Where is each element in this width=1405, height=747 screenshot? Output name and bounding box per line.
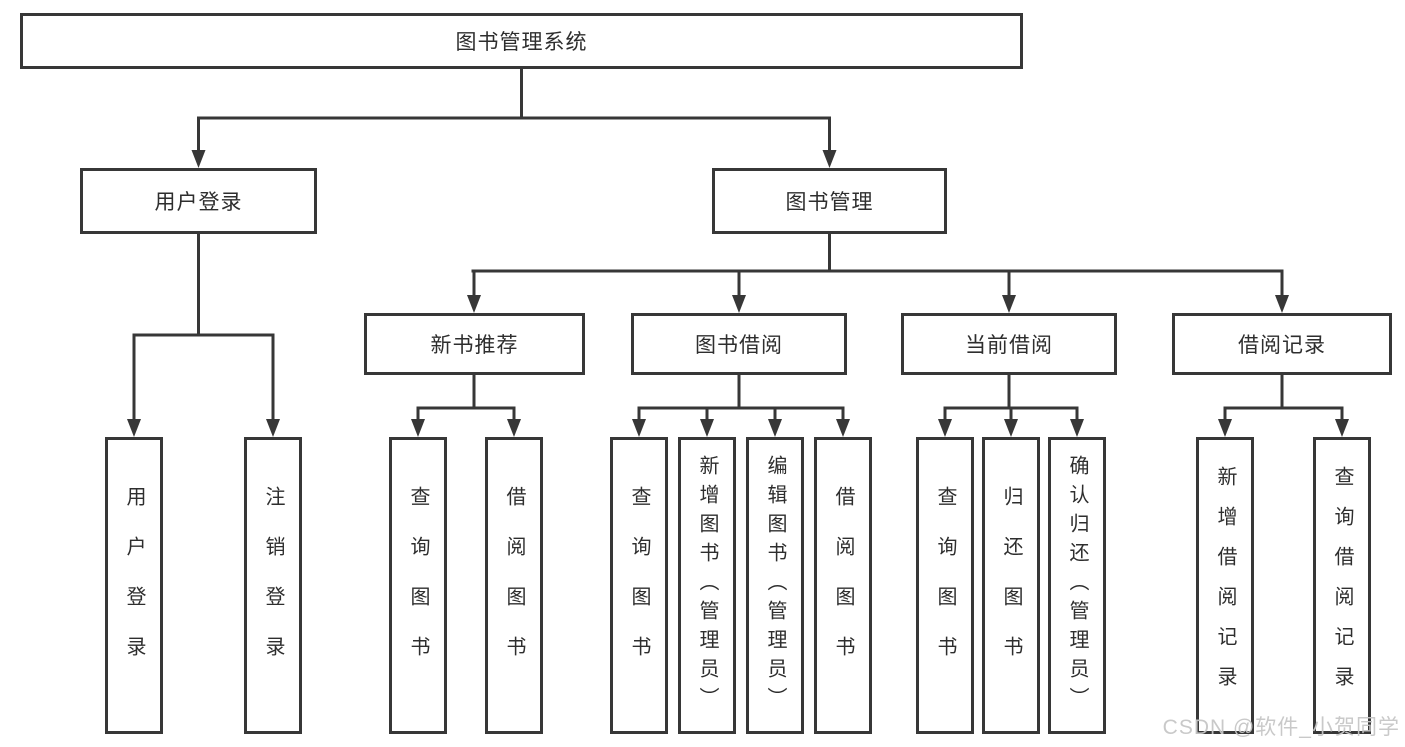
leaf-records-query: 查询借阅记录 bbox=[1313, 437, 1371, 734]
leaf-label: 注销登录 bbox=[262, 485, 284, 686]
leaf-label: 查询图书 bbox=[628, 485, 650, 686]
node-current-borrowing: 当前借阅 bbox=[901, 313, 1117, 375]
node-book-management-label: 图书管理 bbox=[785, 191, 874, 214]
leaf-label: 查询借阅记录 bbox=[1331, 465, 1353, 706]
leaf-label: 确认归还（管理员） bbox=[1066, 455, 1088, 716]
leaf-newbooks-borrow: 借阅图书 bbox=[485, 437, 543, 734]
connector-root-to-level2 bbox=[191, 69, 837, 168]
connector-new-books-children bbox=[411, 375, 521, 437]
leaf-newbooks-query: 查询图书 bbox=[389, 437, 447, 734]
leaf-borrowing-borrow: 借阅图书 bbox=[814, 437, 872, 734]
node-root-label: 图书管理系统 bbox=[455, 31, 588, 54]
node-borrowing-records-label: 借阅记录 bbox=[1238, 334, 1326, 357]
leaf-label: 归还图书 bbox=[1000, 485, 1022, 686]
node-root: 图书管理系统 bbox=[20, 13, 1023, 69]
leaf-label: 新增图书（管理员） bbox=[696, 455, 718, 716]
node-book-borrowing: 图书借阅 bbox=[631, 313, 847, 375]
node-book-borrowing-label: 图书借阅 bbox=[695, 334, 783, 357]
leaf-records-add: 新增借阅记录 bbox=[1196, 437, 1254, 734]
connector-book-mgmt-to-level3 bbox=[467, 233, 1289, 313]
leaf-borrowing-edit-admin: 编辑图书（管理员） bbox=[746, 437, 804, 734]
connector-current-children bbox=[938, 375, 1084, 437]
leaf-logout: 注销登录 bbox=[244, 437, 302, 734]
leaf-current-confirm-return-admin: 确认归还（管理员） bbox=[1048, 437, 1106, 734]
node-borrowing-records: 借阅记录 bbox=[1172, 313, 1392, 375]
leaf-label: 借阅图书 bbox=[832, 485, 854, 686]
leaf-borrowing-query: 查询图书 bbox=[610, 437, 668, 734]
node-new-book-recommend: 新书推荐 bbox=[364, 313, 585, 375]
leaf-label: 编辑图书（管理员） bbox=[764, 455, 786, 716]
leaf-user-login: 用户登录 bbox=[105, 437, 163, 734]
node-new-book-recommend-label: 新书推荐 bbox=[430, 334, 519, 357]
leaf-borrowing-add-admin: 新增图书（管理员） bbox=[678, 437, 736, 734]
node-user-login: 用户登录 bbox=[80, 168, 317, 234]
connector-records-children bbox=[1218, 375, 1349, 437]
node-book-management: 图书管理 bbox=[712, 168, 947, 234]
node-user-login-label: 用户登录 bbox=[154, 191, 243, 214]
leaf-label: 借阅图书 bbox=[503, 485, 525, 686]
leaf-label: 查询图书 bbox=[934, 485, 956, 686]
leaf-current-return: 归还图书 bbox=[982, 437, 1040, 734]
leaf-current-query: 查询图书 bbox=[916, 437, 974, 734]
connector-borrowing-children bbox=[632, 375, 850, 437]
csdn-watermark: CSDN @软件_小贺同学 bbox=[1162, 716, 1400, 739]
leaf-label: 用户登录 bbox=[123, 485, 145, 686]
node-current-borrowing-label: 当前借阅 bbox=[965, 334, 1053, 357]
connector-user-login-children bbox=[127, 233, 280, 437]
leaf-label: 新增借阅记录 bbox=[1214, 465, 1236, 706]
leaf-label: 查询图书 bbox=[407, 485, 429, 686]
